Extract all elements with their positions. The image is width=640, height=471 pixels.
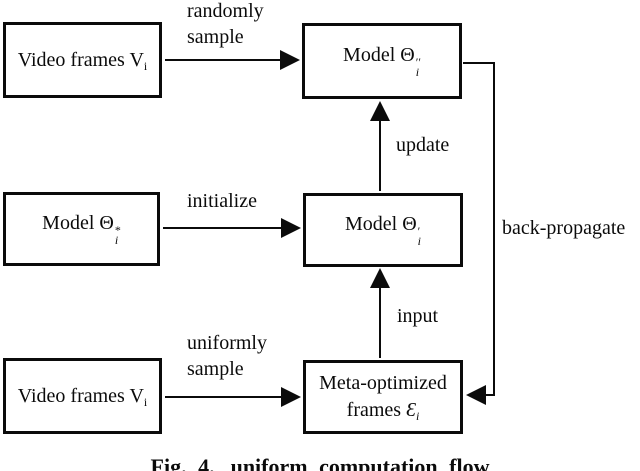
node-label: Video frames Vi: [17, 48, 148, 73]
edge-label-back-propagate: back-propagate: [502, 217, 626, 239]
arrow-back-propagate: [463, 62, 495, 405]
node-label: Video frames Vi: [17, 384, 148, 409]
node-label: Meta-optimized frames Ɛi: [319, 372, 447, 423]
node-model-theta-double-prime: Model Θ′′i: [302, 23, 462, 99]
node-label: Model Θ*i: [42, 212, 121, 248]
node-label: Model Θ′′i: [343, 44, 421, 80]
edge-label-randomly-sample: randomly sample: [187, 0, 264, 48]
node-label: Model Θ′i: [344, 213, 421, 249]
edge-label-initialize: initialize: [187, 190, 257, 212]
node-video-frames-bottom: Video frames Vi: [3, 358, 162, 434]
figure-caption: Fig. 4. uniform computation flow: [0, 456, 640, 471]
edge-label-input: input: [397, 305, 439, 327]
edge-label-uniformly-sample: uniformly sample: [187, 332, 267, 380]
edge-label-update: update: [396, 134, 450, 156]
node-meta-optimized-frames: Meta-optimized frames Ɛi: [303, 360, 463, 434]
node-model-theta-prime: Model Θ′i: [303, 193, 463, 267]
figure-caption-text: uniform computation flow: [230, 454, 490, 471]
figure-caption-number: Fig. 4.: [150, 454, 215, 471]
node-video-frames-top: Video frames Vi: [3, 22, 162, 98]
node-model-theta-star: Model Θ*i: [3, 192, 160, 266]
